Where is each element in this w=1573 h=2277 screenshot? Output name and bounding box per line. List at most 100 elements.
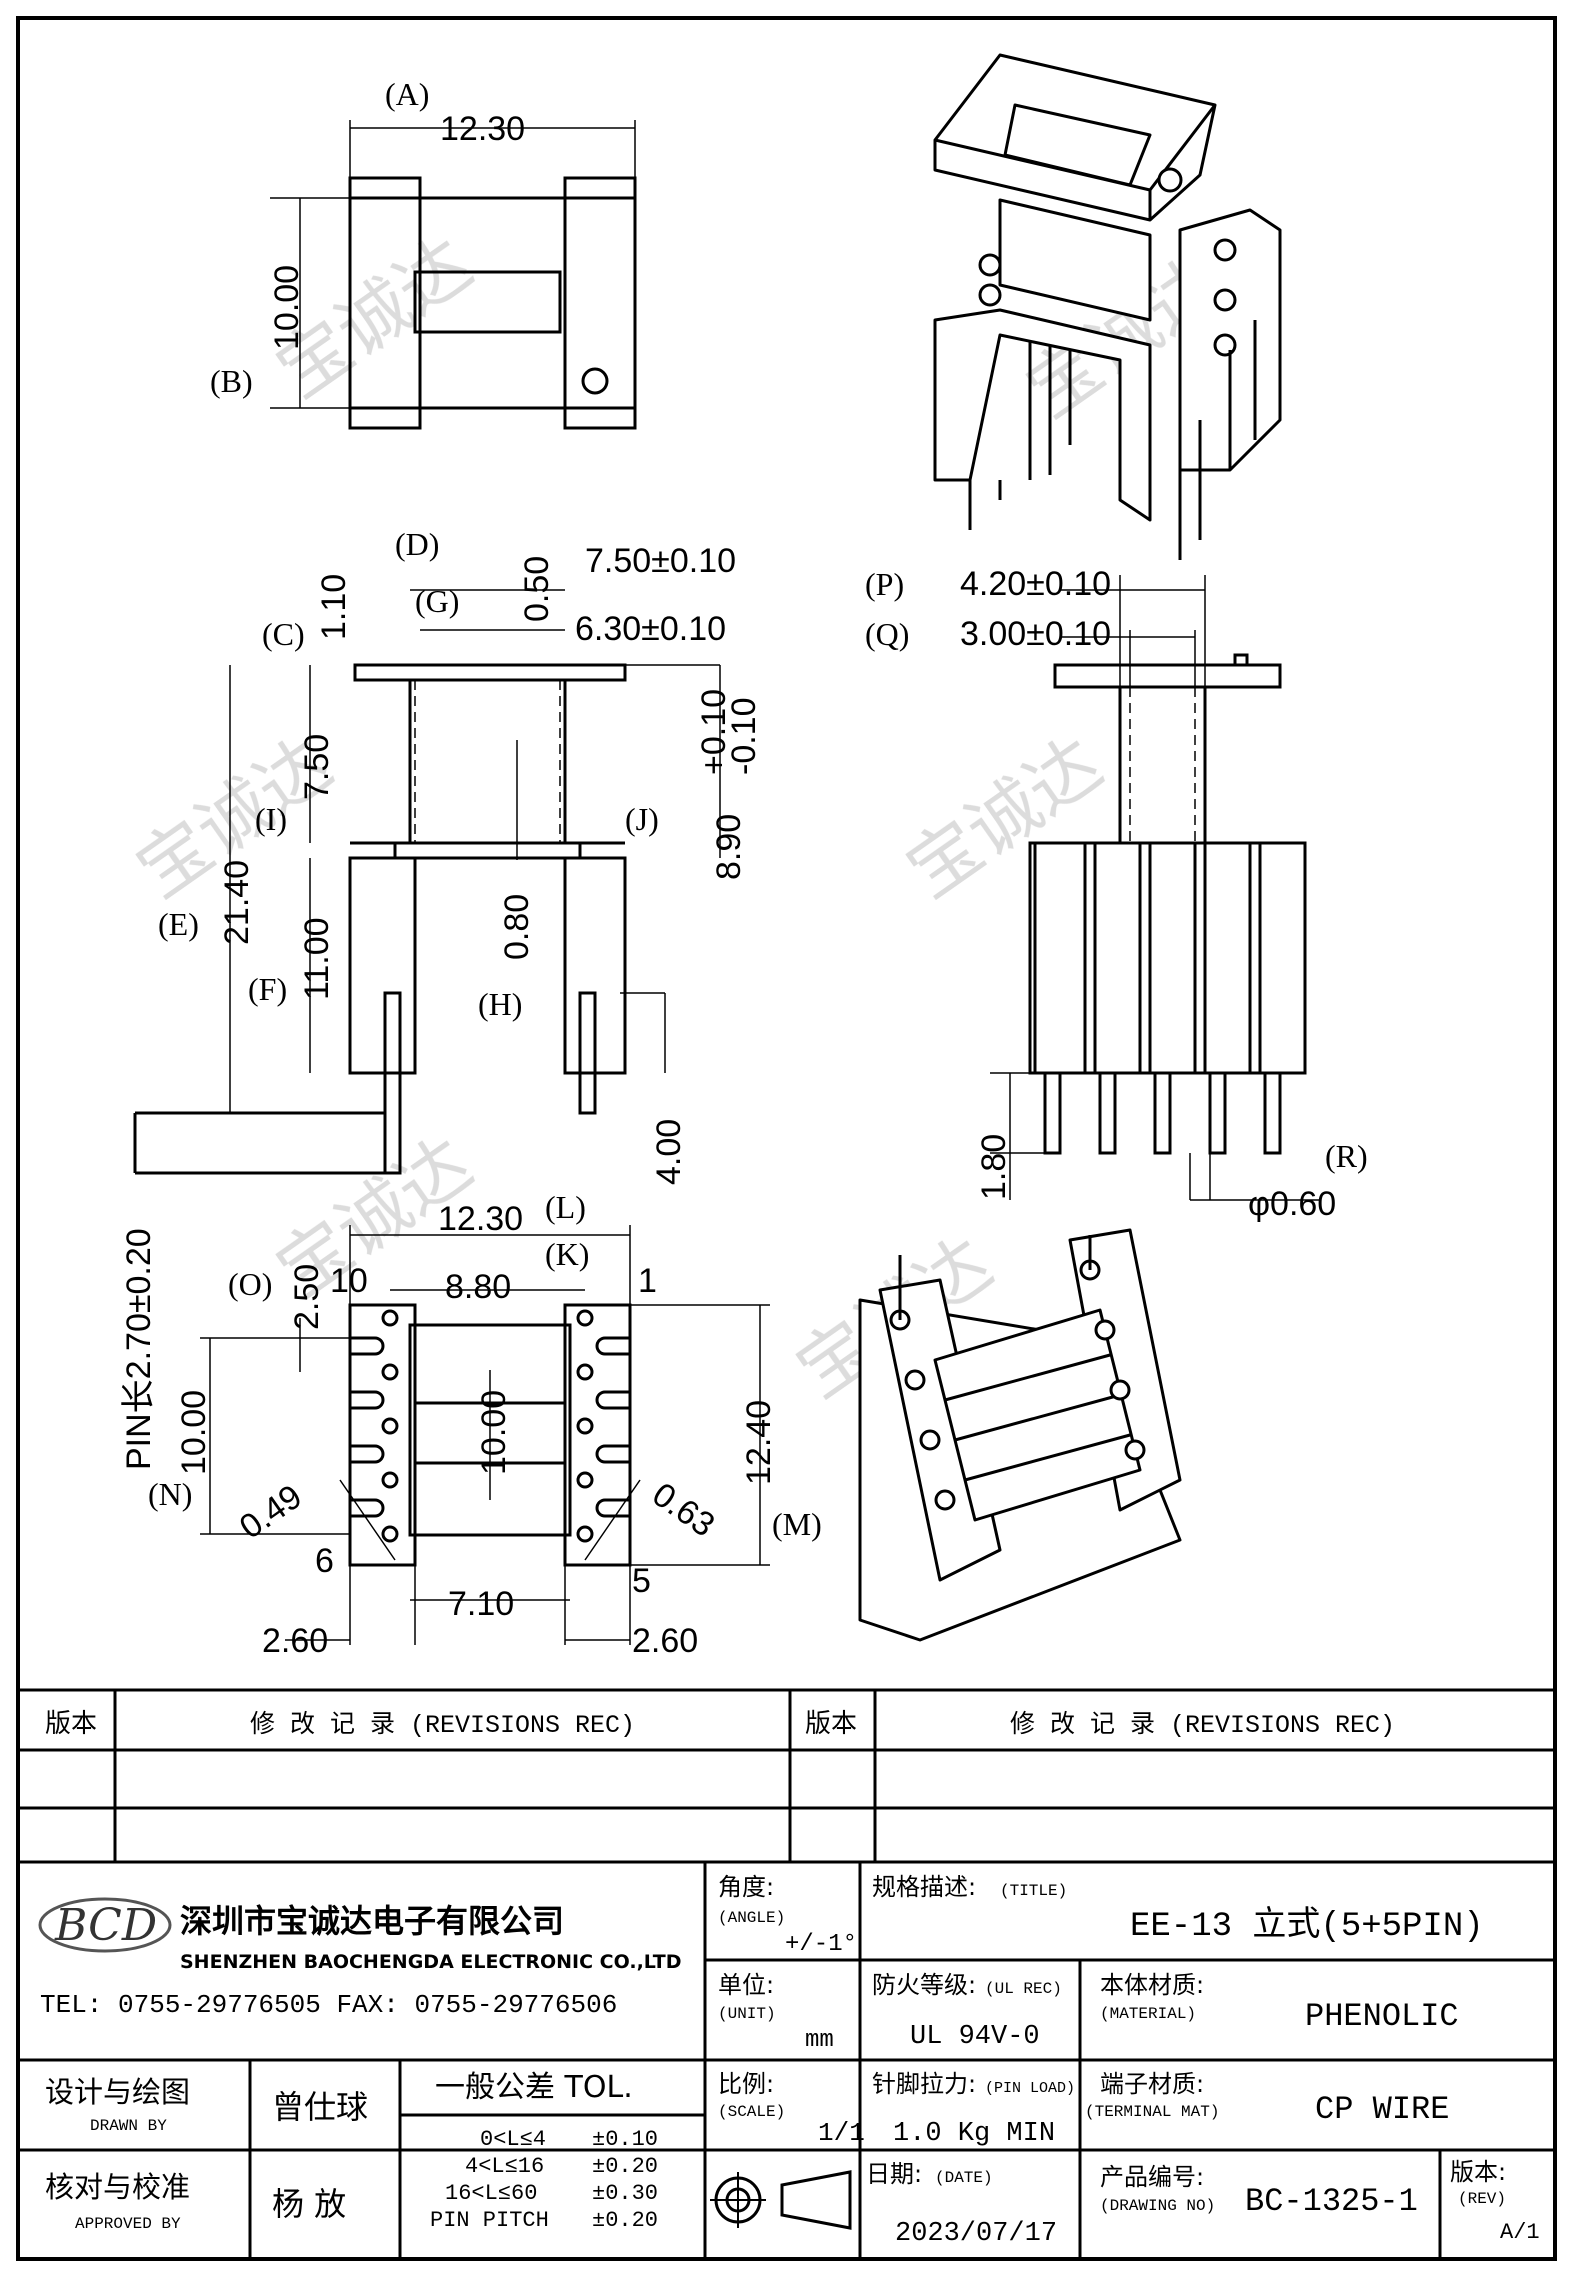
dim-front-890-tol-p: +0.10 bbox=[695, 689, 733, 775]
date-sub: (DATE) bbox=[935, 2169, 993, 2187]
label-h: (H) bbox=[478, 986, 522, 1022]
material-sub: (MATERIAL) bbox=[1100, 2005, 1196, 2023]
rev-sub: (REV) bbox=[1458, 2190, 1506, 2208]
dim-bottom-width: 12.30 bbox=[438, 1200, 523, 1238]
rev-label: 版本: bbox=[1450, 2158, 1506, 2186]
pin-number-6: 6 bbox=[315, 1542, 334, 1580]
angle-value: +/-1° bbox=[785, 1931, 857, 1958]
title-label: 规格描述: bbox=[872, 1873, 976, 1901]
terminal-label: 端子材质: bbox=[1100, 2070, 1204, 2098]
label-r: (R) bbox=[1325, 1138, 1368, 1174]
company-name-cn: 深圳市宝诚达电子有限公司 bbox=[180, 1902, 564, 1940]
label-i: (I) bbox=[255, 801, 287, 837]
label-n: (N) bbox=[148, 1476, 192, 1512]
ul-sub: (UL REC) bbox=[985, 1980, 1062, 1998]
tolerance-value-2: ±0.20 bbox=[592, 2154, 658, 2179]
rev-col-record-2: 修 改 记 录 (REVISIONS REC) bbox=[1010, 1710, 1395, 1740]
drawn-by-label: 设计与绘图 bbox=[45, 2075, 190, 2109]
dim-top-height: 10.00 bbox=[268, 265, 306, 350]
dim-bottom-k: 8.80 bbox=[445, 1268, 511, 1306]
rev-value: A/1 bbox=[1500, 2220, 1540, 2245]
tolerance-value-3: ±0.30 bbox=[592, 2181, 658, 2206]
dim-front-890-tol-m: -0.10 bbox=[725, 698, 763, 776]
svg-text:BCD: BCD bbox=[54, 1900, 157, 1951]
label-m: (M) bbox=[772, 1506, 822, 1542]
label-g: (G) bbox=[415, 583, 459, 619]
pin-load-value: 1.0 Kg MIN bbox=[893, 2119, 1055, 2149]
ul-label: 防火等级: bbox=[872, 1971, 976, 1999]
scale-label: 比例: bbox=[718, 2070, 774, 2098]
dim-bottom-center: 10.00 bbox=[475, 1390, 513, 1475]
company-contact: TEL: 0755-29776505 FAX: 0755-29776506 bbox=[40, 1990, 617, 2020]
label-k: (K) bbox=[545, 1236, 589, 1272]
unit-value: mm bbox=[805, 2027, 834, 2054]
company-name-en: SHENZHEN BAOCHENGDA ELECTRONIC CO.,LTD bbox=[180, 1951, 681, 1973]
scale-value: 1/1 bbox=[818, 2118, 865, 2148]
pin-load-sub: (PIN LOAD) bbox=[985, 2080, 1075, 2097]
scale-sub: (SCALE) bbox=[718, 2103, 785, 2121]
unit-sub: (UNIT) bbox=[718, 2005, 776, 2023]
title-value: EE-13 立式(5+5PIN) bbox=[1130, 1905, 1484, 1946]
date-value: 2023/07/17 bbox=[895, 2219, 1057, 2249]
dim-bottom-m: 12.40 bbox=[740, 1400, 778, 1485]
drawing-no-label: 产品编号: bbox=[1100, 2163, 1204, 2191]
terminal-sub: (TERMINAL MAT) bbox=[1085, 2103, 1219, 2121]
dim-front-110: 1.10 bbox=[315, 574, 353, 640]
sheet-border bbox=[16, 16, 1557, 2261]
approved-by-value: 杨 放 bbox=[272, 2185, 346, 2223]
label-q: (Q) bbox=[865, 616, 909, 652]
approved-by-sub: APPROVED BY bbox=[75, 2215, 181, 2233]
company-logo: BCD bbox=[38, 1897, 172, 1953]
label-d: (D) bbox=[395, 526, 439, 562]
date-label: 日期: bbox=[866, 2160, 922, 2188]
dim-bottom-710: 7.10 bbox=[448, 1585, 514, 1623]
label-b: (B) bbox=[210, 363, 253, 399]
dim-front-630: 6.30±0.10 bbox=[575, 610, 726, 648]
label-f: (F) bbox=[248, 971, 287, 1007]
dim-front-750b: 7.50 bbox=[298, 734, 336, 800]
pin-length: PIN长2.70±0.20 bbox=[120, 1228, 158, 1470]
rev-col-version-2: 版本 bbox=[805, 1709, 857, 1739]
dim-side-q: 3.00±0.10 bbox=[960, 615, 1111, 653]
pin-number-1: 1 bbox=[638, 1262, 657, 1300]
dim-front-750: 7.50±0.10 bbox=[585, 542, 736, 580]
pin-load-label: 针脚拉力: bbox=[872, 2070, 976, 2098]
side-view bbox=[990, 575, 1320, 1201]
label-o: (O) bbox=[228, 1266, 272, 1302]
title-sub: (TITLE) bbox=[1000, 1882, 1067, 1900]
tolerance-title: 一般公差 TOL. bbox=[435, 2070, 633, 2105]
pin-number-10: 10 bbox=[330, 1262, 368, 1300]
label-a: (A) bbox=[385, 76, 429, 112]
approved-by-label: 核对与校准 bbox=[45, 2170, 190, 2204]
projection-symbol bbox=[710, 2170, 852, 2230]
dim-bottom-260-right: 2.60 bbox=[632, 1622, 698, 1660]
terminal-value: CP WIRE bbox=[1315, 2091, 1449, 2128]
unit-label: 单位: bbox=[718, 1971, 774, 1999]
iso-view-bottom bbox=[858, 1228, 1182, 1642]
dim-front-1100: 11.00 bbox=[298, 917, 336, 1000]
tolerance-range-4: PIN PITCH bbox=[430, 2208, 549, 2233]
label-c: (C) bbox=[262, 616, 305, 652]
dim-side-pin-dia: φ0.60 bbox=[1248, 1185, 1336, 1223]
tolerance-value-4: ±0.20 bbox=[592, 2208, 658, 2233]
dim-front-050: 0.50 bbox=[518, 556, 556, 622]
pin-number-5: 5 bbox=[632, 1562, 651, 1600]
revision-table bbox=[18, 1688, 1555, 1864]
tolerance-value-1: ±0.10 bbox=[592, 2127, 658, 2152]
dim-top-width: 12.30 bbox=[440, 110, 525, 148]
dim-front-890: 8.90 bbox=[710, 814, 748, 880]
tolerance-range-1: 0<L≤4 bbox=[480, 2127, 546, 2152]
angle-sub: (ANGLE) bbox=[718, 1909, 785, 1927]
label-p: (P) bbox=[865, 566, 904, 602]
material-value: PHENOLIC bbox=[1305, 1998, 1459, 2035]
dim-side-p: 4.20±0.10 bbox=[960, 565, 1111, 603]
drawing-no-sub: (DRAWING NO) bbox=[1100, 2197, 1215, 2215]
iso-view-top bbox=[933, 53, 1282, 560]
label-e: (E) bbox=[158, 906, 199, 942]
material-label: 本体材质: bbox=[1100, 1971, 1204, 1999]
dim-bottom-n: 10.00 bbox=[175, 1390, 213, 1475]
dim-bottom-049: 0.49 bbox=[233, 1477, 309, 1546]
top-view bbox=[270, 120, 637, 430]
rev-col-version: 版本 bbox=[45, 1709, 97, 1739]
